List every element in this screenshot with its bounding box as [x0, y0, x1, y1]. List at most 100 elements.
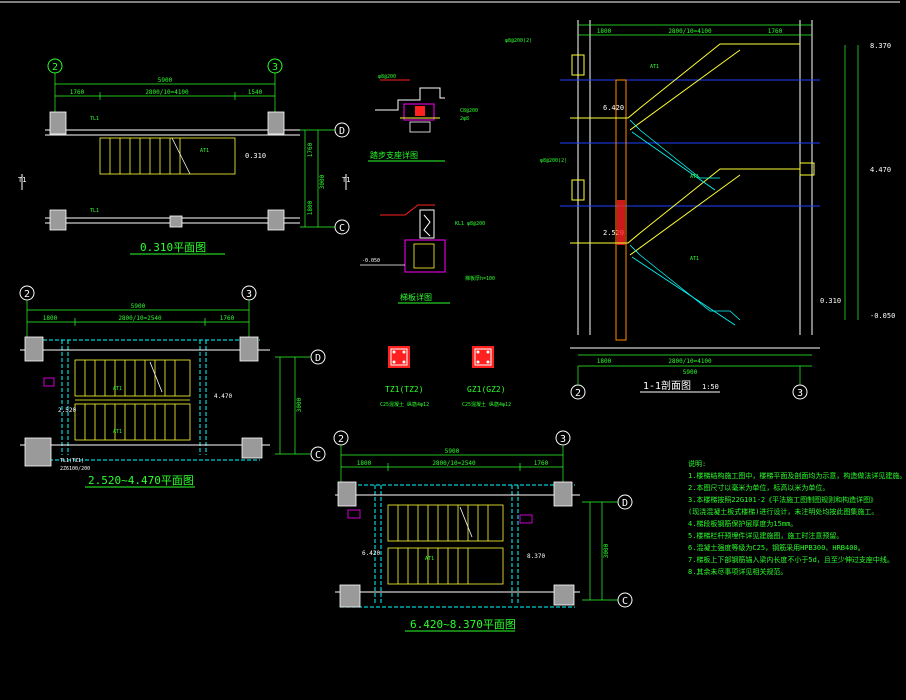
svg-text:1760: 1760 — [220, 315, 235, 322]
svg-text:AT1: AT1 — [690, 256, 699, 262]
svg-text:3000: 3000 — [603, 543, 610, 558]
column-detail-b: GZ1(GZ2) C25混凝土 纵筋4φ12 — [462, 346, 511, 408]
svg-text:1800: 1800 — [43, 315, 58, 322]
plan1-col-tag-2: TL1 — [90, 208, 99, 214]
svg-text:1760: 1760 — [70, 89, 85, 96]
column-detail-a: TZ1(TZ2) C25混凝土 纵筋4φ12 — [380, 346, 429, 408]
svg-text:4.470: 4.470 — [870, 166, 891, 174]
plan1-col-tag: TL1 — [90, 116, 99, 122]
svg-text:D: D — [315, 353, 321, 364]
stair-flight-plan2 — [74, 359, 191, 441]
svg-text:AT1: AT1 — [113, 429, 122, 435]
svg-text:AT1: AT1 — [650, 64, 659, 70]
plan1-title: 0.310平面图 — [140, 241, 206, 254]
note-line: 1.楼梯结构施工图中，楼梯平面及剖面均为示意，构造做法详见建施。 — [688, 472, 906, 480]
svg-text:1800: 1800 — [357, 460, 372, 467]
svg-text:1:50: 1:50 — [702, 383, 719, 391]
note-line: 2.本图尺寸以毫米为单位，标高以米为单位。 — [688, 484, 830, 492]
svg-text:2: 2 — [575, 388, 581, 399]
svg-text:0.310: 0.310 — [245, 152, 266, 160]
svg-text:C: C — [622, 596, 628, 607]
stair-flight-plan1 — [99, 137, 236, 175]
svg-text:0.310: 0.310 — [820, 297, 841, 305]
svg-text:3: 3 — [797, 388, 803, 399]
svg-text:TL1(TZ1): TL1(TZ1) — [60, 458, 84, 464]
stair-flight-plan3 — [387, 504, 504, 585]
svg-text:梯板厚h=100: 梯板厚h=100 — [465, 275, 495, 282]
svg-text:AT1: AT1 — [113, 386, 122, 392]
svg-text:2Z6100/200: 2Z6100/200 — [60, 466, 90, 472]
svg-text:C8@200: C8@200 — [460, 108, 478, 114]
section-title: 1-1剖面图 — [643, 379, 691, 392]
svg-text:2: 2 — [24, 289, 30, 300]
svg-text:8.370: 8.370 — [527, 553, 545, 560]
svg-text:D: D — [622, 498, 628, 509]
svg-text:AT1: AT1 — [425, 556, 434, 562]
note-line: 8.其余未尽事项详见相关规范。 — [688, 568, 788, 576]
detail-stair-slab: -0.050 KL1 φ8@200 梯板厚h=100 梯板详图 — [360, 204, 495, 304]
svg-text:2: 2 — [338, 434, 344, 445]
note-line: 5.楼梯栏杆预埋件详见建施图，施工时注意预留。 — [688, 532, 844, 540]
svg-text:1760: 1760 — [307, 142, 314, 157]
plan-2-520-4-470: 2 3 D C 5900 2800/10=2540 1760 — [19, 285, 326, 488]
svg-text:3000: 3000 — [296, 397, 303, 412]
note-line: 3.本楼梯按照22G101-2《平法施工图制图规则和构造详图》 — [688, 496, 878, 504]
svg-text:C: C — [315, 450, 321, 461]
svg-text:C: C — [339, 223, 345, 234]
plan-0-310: 2 3 D C 5900 2800/10=4100 154 — [18, 58, 350, 255]
svg-text:2.520: 2.520 — [603, 229, 624, 237]
section-stair-flights — [570, 43, 815, 256]
note-line: 4.梯段板钢筋保护层厚度为15mm。 — [688, 520, 798, 528]
axis-bubble-C: C — [310, 446, 326, 462]
svg-text:4.470: 4.470 — [214, 393, 232, 400]
svg-text:2.520: 2.520 — [58, 407, 76, 414]
svg-text:2800/10=2540: 2800/10=2540 — [118, 315, 162, 322]
svg-text:φ8@200: φ8@200 — [378, 74, 396, 80]
svg-text:3000: 3000 — [319, 174, 326, 189]
note-line: 6.混凝土强度等级为C25，钢筋采用HPB300、HRB400。 — [688, 544, 865, 552]
plan-6-420-8-370: 2 3 D C 5900 2800/10=2540 1760 — [333, 430, 633, 632]
plan1-flight-note: AT1 — [200, 148, 209, 154]
svg-text:1760: 1760 — [534, 460, 549, 467]
svg-text:-0.050: -0.050 — [362, 258, 380, 264]
svg-text:D: D — [339, 126, 345, 137]
svg-text:2φ8: 2φ8 — [460, 116, 469, 122]
svg-text:2800/10=2540: 2800/10=2540 — [432, 460, 476, 467]
svg-text:梯板详图: 梯板详图 — [400, 292, 432, 302]
svg-text:GZ1(GZ2): GZ1(GZ2) — [467, 385, 506, 394]
detail-tread-support: φ8@200 C8@200 2φ8 踏步支座详图 — [368, 74, 478, 162]
svg-text:AT1: AT1 — [690, 174, 699, 180]
svg-text:2800/10=4100: 2800/10=4100 — [668, 358, 712, 365]
note-line: 7.梯板上下部钢筋锚入梁内长度不小于5d，且至少伸过支座中线。 — [688, 556, 894, 564]
svg-text:1540: 1540 — [248, 89, 263, 96]
svg-text:-0.050: -0.050 — [870, 312, 895, 320]
svg-text:φ8@200(2): φ8@200(2) — [540, 158, 567, 164]
axis-bubble-D: D — [310, 349, 326, 365]
svg-text:C25混凝土 纵筋4φ12: C25混凝土 纵筋4φ12 — [462, 401, 511, 408]
section-1-1: 2800/10=4100 1760 1800 2800/10=4100 1800… — [505, 20, 895, 400]
svg-text:5900: 5900 — [445, 448, 460, 455]
svg-text:5900: 5900 — [158, 77, 173, 84]
note-line: (现浇混凝土板式楼梯)进行设计，未注明处均按此图集施工。 — [688, 508, 879, 516]
svg-text:3: 3 — [560, 434, 566, 445]
svg-text:6.420: 6.420 — [603, 104, 624, 112]
svg-text:5900: 5900 — [683, 369, 698, 376]
svg-text:TZ1(TZ2): TZ1(TZ2) — [385, 385, 424, 394]
svg-text:1800: 1800 — [597, 28, 612, 35]
svg-text:踏步支座详图: 踏步支座详图 — [370, 150, 418, 160]
svg-text:1760: 1760 — [768, 28, 783, 35]
svg-text:2: 2 — [52, 62, 58, 73]
svg-text:1800: 1800 — [307, 200, 314, 215]
svg-text:6.420: 6.420 — [362, 550, 380, 557]
svg-text:5900: 5900 — [131, 303, 146, 310]
svg-text:3: 3 — [272, 62, 278, 73]
notes-title: 说明: — [688, 460, 707, 468]
svg-text:C25混凝土 纵筋4φ12: C25混凝土 纵筋4φ12 — [380, 401, 429, 408]
svg-text:2800/10=4100: 2800/10=4100 — [145, 89, 189, 96]
plan2-title: 2.520~4.470平面图 — [88, 474, 194, 487]
svg-text:3: 3 — [246, 289, 252, 300]
plan3-title: 6.420~8.370平面图 — [410, 618, 516, 631]
svg-text:1800: 1800 — [597, 358, 612, 365]
svg-text:2800/10=4100: 2800/10=4100 — [668, 28, 712, 35]
